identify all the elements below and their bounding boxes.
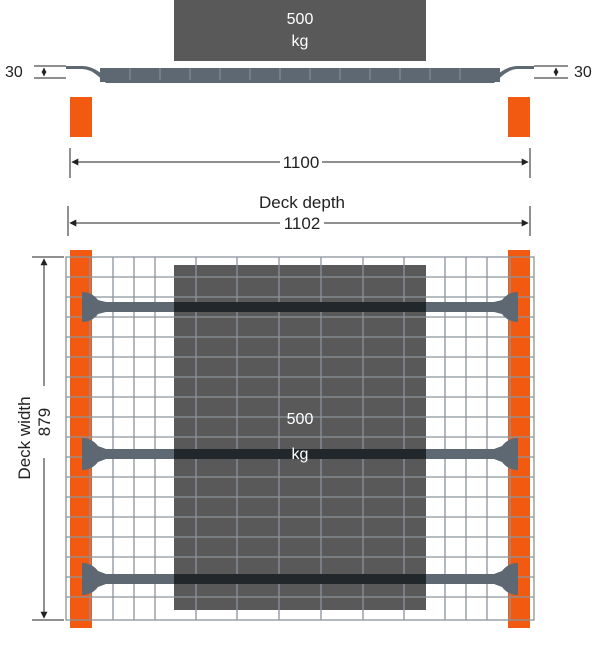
deck-depth-value: 1102 [284, 214, 321, 233]
step-value-left: 30 [5, 64, 23, 81]
plan-beam-right [508, 250, 530, 628]
beam-left [70, 97, 92, 137]
deck-depth-dimension [67, 206, 531, 236]
support-channel-bottom [82, 563, 518, 595]
side-load-block [174, 0, 426, 61]
side-load-value: 500 [287, 11, 314, 28]
plan-load-unit: kg [292, 446, 309, 463]
side-load-unit: kg [292, 33, 309, 50]
beam-right [508, 97, 530, 137]
wire-mesh [65, 256, 535, 621]
step-dimension-right [534, 65, 568, 79]
plan-load-value: 500 [287, 411, 314, 428]
deck-width-label: Deck width [15, 396, 34, 479]
support-channel-top [82, 292, 518, 322]
plan-beam-left [70, 250, 92, 628]
deck-width-dimension [32, 256, 64, 621]
beam-span-value: 1100 [283, 153, 320, 172]
deck-profile-ticks [129, 68, 461, 80]
step-dimension-left [34, 65, 66, 79]
deck-width-value: 879 [35, 408, 54, 436]
side-view: 500 kg 30 30 [5, 0, 592, 178]
beam-span-dimension [69, 148, 531, 178]
plan-view: Deck depth 1102 Deck width 879 [15, 193, 535, 628]
support-channel-middle [82, 438, 518, 470]
step-value-right: 30 [574, 64, 592, 81]
deck-depth-label: Deck depth [259, 193, 345, 212]
